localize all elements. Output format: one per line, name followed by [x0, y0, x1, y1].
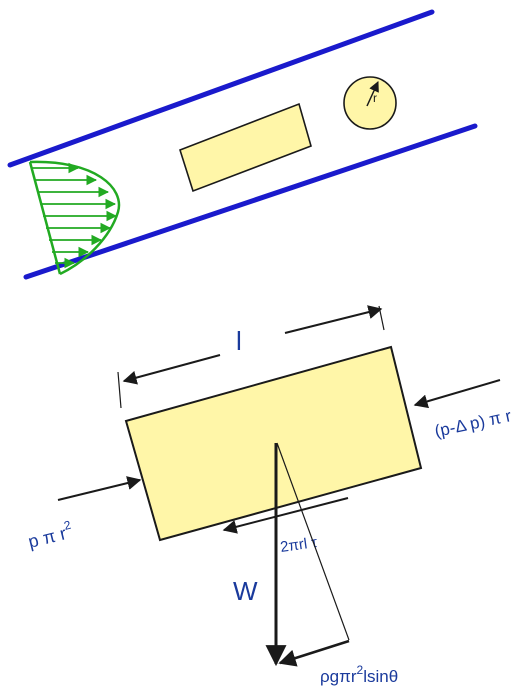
pressure-force-right: (p-Δ p) π r — [413, 379, 513, 441]
weight-normal-line — [276, 442, 350, 641]
length-label: l — [236, 326, 242, 356]
weight-force: W ρgπr2lsinθ — [233, 442, 398, 686]
pipe-lower-wall — [23, 123, 478, 280]
velocity-profile-base — [28, 161, 62, 275]
length-arrow-right — [284, 305, 383, 334]
length-dimension: l — [117, 305, 385, 409]
pipe-upper-wall — [7, 9, 435, 168]
pressure-left-label: p π r2 — [25, 518, 75, 552]
pressure-right-label: (p-Δ p) π r — [433, 406, 513, 441]
pressure-force-left: p π r2 — [25, 476, 142, 552]
velocity-arrows — [31, 162, 118, 269]
shear-force: 2πrl τ — [222, 497, 349, 556]
weight-label: W — [233, 576, 258, 606]
length-arrow-left — [122, 354, 221, 385]
shear-label: 2πrl τ — [279, 534, 318, 556]
pipe — [7, 9, 478, 280]
weight-component-arrow — [278, 639, 350, 667]
weight-component-label: ρgπr2lsinθ — [320, 663, 398, 686]
arrow-icon — [57, 476, 142, 501]
fluid-element-small — [179, 102, 312, 193]
radius-arrow — [366, 81, 379, 107]
arrow-icon — [413, 379, 501, 409]
radius-label: r — [373, 91, 377, 105]
fluid-element — [124, 345, 423, 542]
velocity-profile — [28, 160, 121, 276]
shear-line — [222, 497, 349, 534]
cross-section-circle — [343, 76, 397, 130]
pipe-cross-section: r — [343, 76, 397, 130]
length-tick-left — [117, 371, 122, 409]
velocity-profile-curve — [29, 160, 121, 276]
